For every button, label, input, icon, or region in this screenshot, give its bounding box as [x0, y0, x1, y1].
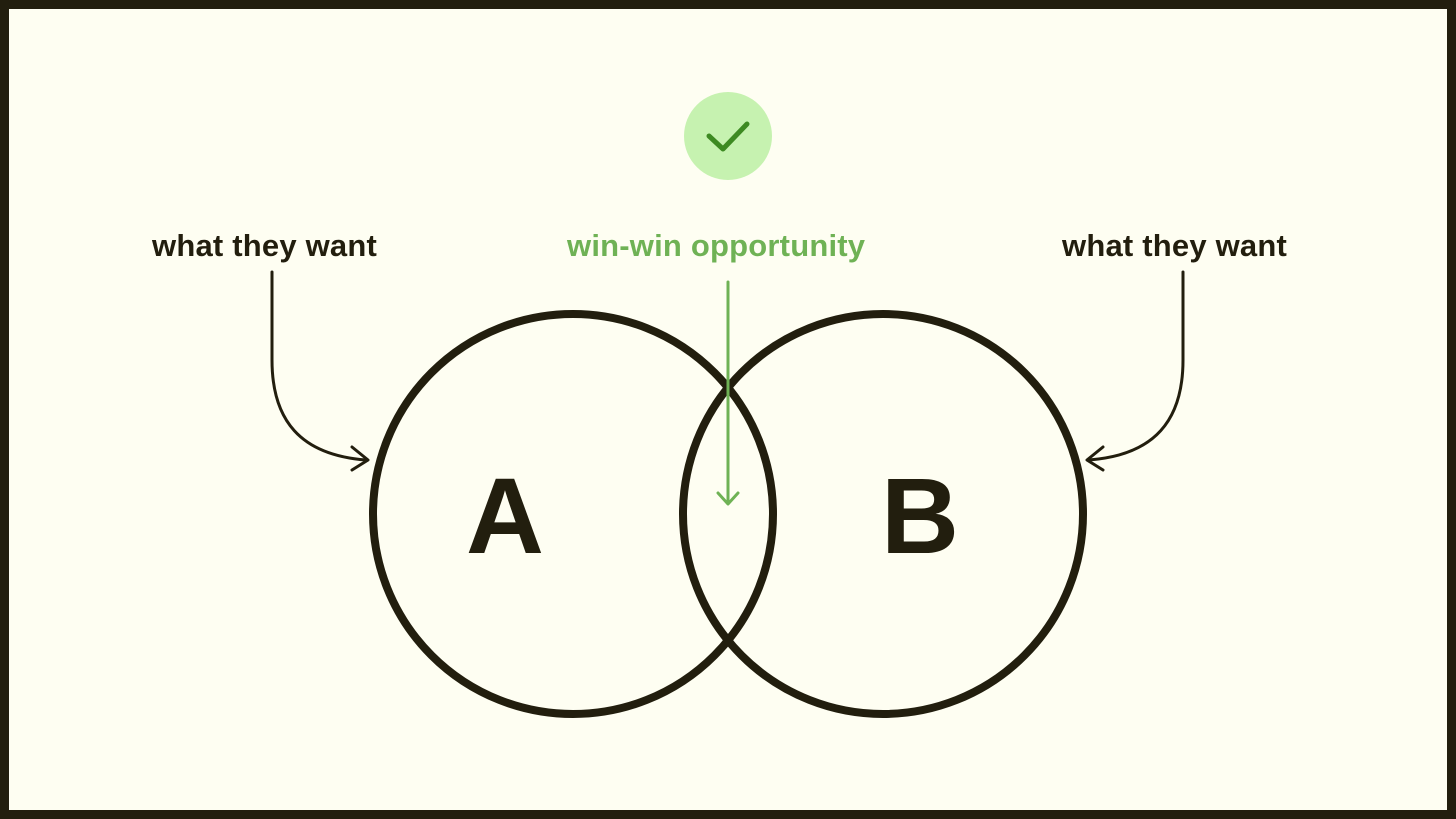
- label-what-they-want-left: what they want: [152, 228, 377, 263]
- check-badge: [684, 92, 772, 180]
- hatch-line: [640, 476, 820, 536]
- label-win-win-opportunity: win-win opportunity: [567, 228, 866, 263]
- hatch-line: [640, 420, 820, 480]
- hatch-line: [640, 532, 820, 592]
- circle-b-letter: B: [881, 455, 959, 576]
- hatch-line: [640, 448, 820, 508]
- right-arrow: [1085, 270, 1185, 472]
- checkmark-icon: [706, 121, 750, 152]
- hatch-line: [640, 392, 820, 452]
- hatch-line: [640, 560, 820, 620]
- hatch-line: [640, 504, 820, 564]
- circle-a-letter: A: [466, 455, 544, 576]
- label-what-they-want-right: what they want: [1062, 228, 1287, 263]
- left-arrow: [270, 270, 370, 472]
- circle-a: [369, 310, 777, 718]
- center-arrow: [716, 280, 740, 506]
- circle-b: [679, 310, 1087, 718]
